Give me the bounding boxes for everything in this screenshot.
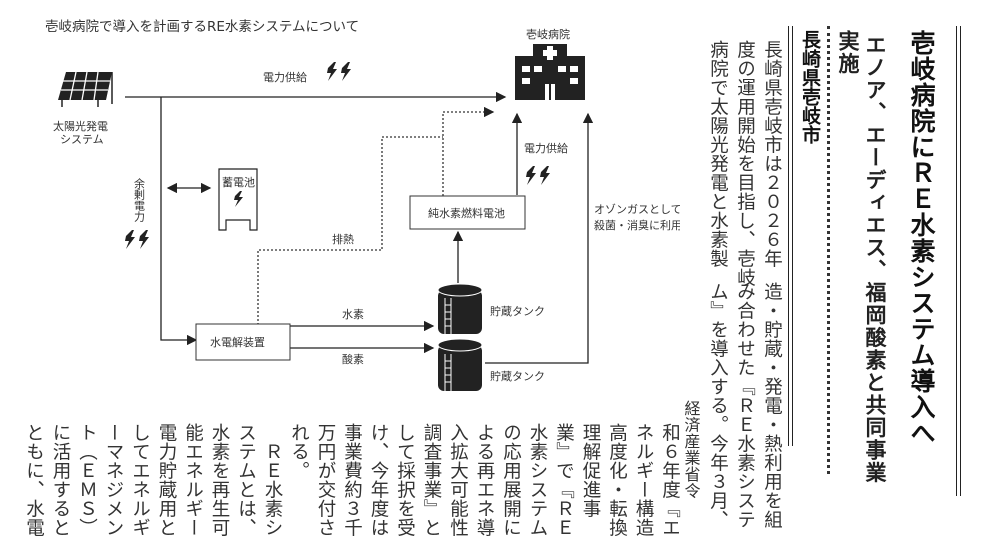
lightning-icon: [234, 191, 243, 207]
body-column: ネルギー構造: [633, 423, 654, 537]
body-column: 電力貯蔵用と: [156, 423, 177, 537]
fc-power-supply-label: 電力供給: [524, 141, 568, 155]
hydrogen-label: 水素: [342, 308, 364, 321]
body-column: 和６年度『エ: [659, 423, 681, 537]
rule: [956, 26, 957, 496]
diagram-title: 壱岐病院で導入を計画するRE水素システムについて: [45, 18, 359, 35]
body-column: 業』で『ＲＥ: [553, 423, 575, 537]
subheadline: エノア、エーディエス、福岡酸素と共同事業: [863, 34, 887, 484]
body-column: 水素システム: [527, 423, 548, 537]
power-supply-label: 電力供給: [263, 70, 307, 84]
body-column: してエネルギ: [129, 423, 151, 537]
body-column: よる再エネ導: [474, 423, 495, 537]
oxygen-label: 酸素: [342, 352, 364, 366]
body-column: ト（ＥＭＳ）: [76, 423, 98, 537]
solar-label: 太陽光発電: [53, 119, 108, 133]
hydrogen-tank-icon: [437, 283, 483, 334]
electrolyzer-box: 水電解装置: [195, 323, 291, 361]
re-hydrogen-system-diagram: 壱岐病院で導入を計画するRE水素システムについて 太陽光発電 システム 壱岐病院: [45, 18, 680, 391]
waste-heat-label: 排熱: [332, 232, 354, 246]
body-column: ム』を導入する。今年３月、: [707, 282, 729, 529]
solar-panel-icon: [58, 71, 113, 107]
tank-label-2: 貯蔵タンク: [490, 370, 545, 383]
body-column: 事業費約３千: [341, 423, 363, 537]
lightning-icon: [125, 230, 149, 249]
body-column: に活用すると: [50, 423, 71, 537]
ozone-label-2: 殺菌・消臭に利用: [594, 218, 680, 232]
body-column: 造・貯蔵・発電・熱利用を組: [761, 282, 783, 529]
body-column: 入拡大可能性: [447, 423, 469, 537]
divider: [827, 26, 830, 474]
body-column: 万円が交付さ: [315, 423, 336, 537]
svg-text:水電解装置: 水電解装置: [210, 335, 265, 349]
body-column: み合わせた『ＲＥ水素システ: [734, 282, 756, 529]
battery-box: 蓄電池: [218, 168, 258, 231]
subheadline-2: 実施: [836, 30, 860, 75]
hospital-label: 壱岐病院: [526, 27, 570, 41]
location-label: 長崎県壱岐市: [799, 30, 821, 144]
rule: [792, 26, 793, 446]
body-column: ともに、水電: [23, 423, 45, 537]
body-column: して採択を受: [394, 423, 416, 537]
rule: [788, 26, 789, 446]
headline: 壱岐病院にＲＥ水素システム導入へ: [907, 30, 936, 446]
body-column: ーマネジメン: [103, 423, 124, 537]
solar-label-2: システム: [60, 133, 104, 146]
body-column: れる。: [288, 423, 310, 480]
svg-text:純水素燃料電池: 純水素燃料電池: [428, 206, 505, 220]
body-column: の応用展開に: [500, 423, 522, 537]
body-column: 調査事業』と: [421, 423, 442, 537]
body-column: 能エネルギー: [182, 423, 204, 537]
oxygen-tank-icon: [437, 338, 483, 391]
rule: [960, 26, 961, 496]
tank-label-1: 貯蔵タンク: [490, 305, 545, 318]
body-column: 病院で太陽光発電と水素製: [707, 40, 729, 268]
body-column: ＲＥ水素シ: [262, 423, 283, 537]
hospital-icon: [515, 44, 585, 100]
body-column: け、今年度は: [368, 423, 389, 537]
fuel-cell-box: 純水素燃料電池: [409, 195, 526, 230]
body-column: 理解促進事: [580, 423, 601, 518]
body-column: 長崎県壱岐市は２０２６年: [761, 40, 783, 268]
body-column: 度の運用開始を目指し、壱岐: [734, 40, 756, 287]
surplus-power-label: 余剰電力: [133, 177, 146, 222]
body-column: ステムとは、: [235, 423, 257, 537]
ozone-label: オゾンガスとして: [594, 203, 680, 216]
body-column: 水素を再生可: [209, 423, 230, 537]
lightning-icon: [327, 62, 351, 81]
svg-text:蓄電池: 蓄電池: [222, 176, 255, 189]
lightning-icon: [526, 166, 550, 185]
body-column: 経済産業省令: [681, 400, 701, 499]
body-column: 高度化・転換: [606, 423, 628, 537]
